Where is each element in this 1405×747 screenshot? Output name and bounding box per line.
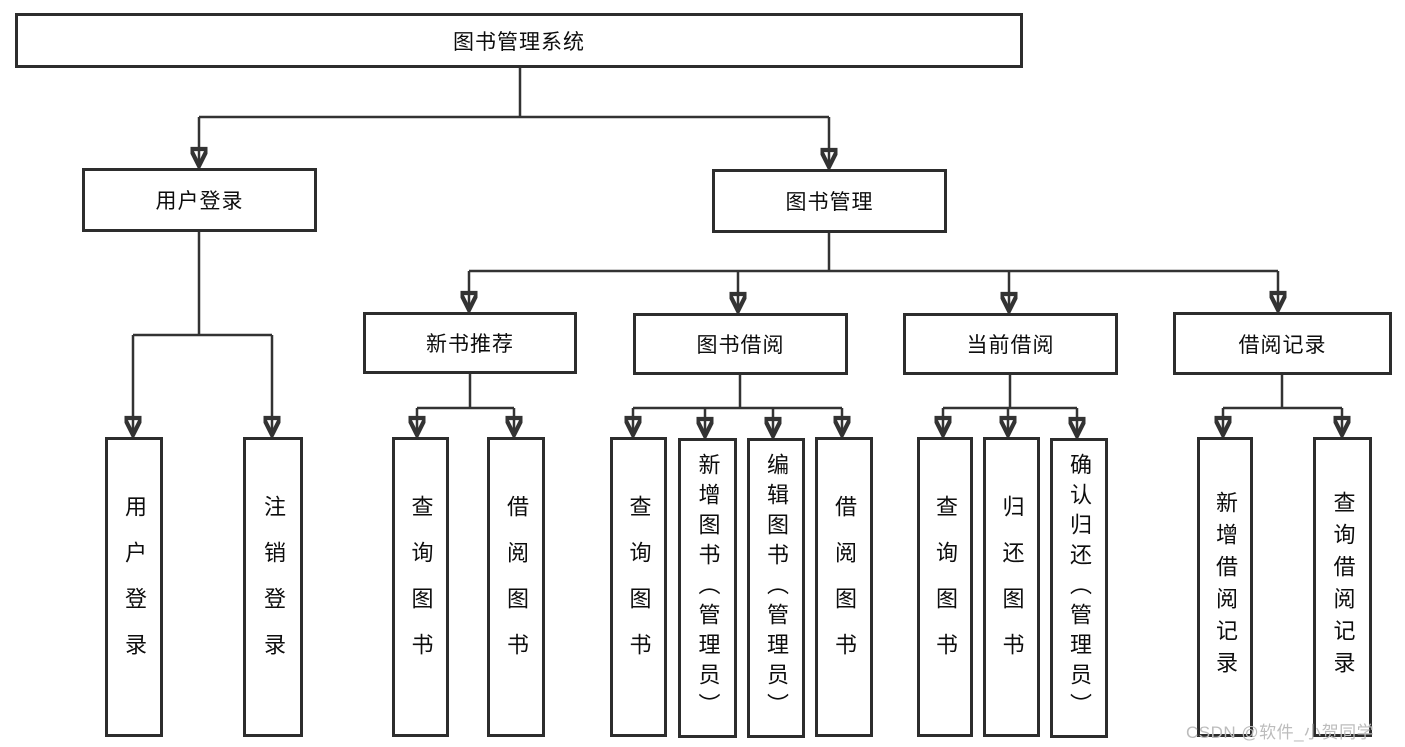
leaf-user-login: 用户登录 <box>105 437 163 737</box>
leaf-recommend-borrow-books-label: 借阅图书 <box>504 495 529 679</box>
connector-book-borrow-children <box>633 375 842 436</box>
leaf-borrowing-add-books-label: 新增图书（管理员） <box>695 453 721 723</box>
leaf-borrowing-query-books: 查询图书 <box>610 437 667 737</box>
node-new-book-recommend-label: 新书推荐 <box>426 333 514 356</box>
node-new-book-recommend: 新书推荐 <box>363 312 577 374</box>
node-book-borrowing-label: 图书借阅 <box>696 334 785 357</box>
leaf-records-query-record: 查询借阅记录 <box>1313 437 1372 737</box>
csdn-watermark: CSDN @软件_小贺同学 <box>1186 723 1375 742</box>
node-root-label: 图书管理系统 <box>453 30 585 54</box>
leaf-current-return-books-label: 归还图书 <box>999 495 1025 679</box>
leaf-borrowing-edit-books-label: 编辑图书（管理员） <box>764 453 789 723</box>
node-current-borrowing: 当前借阅 <box>903 313 1118 375</box>
node-borrowing-records-label: 借阅记录 <box>1238 333 1327 357</box>
leaf-current-query-books: 查询图书 <box>917 437 973 737</box>
connector-borrow-records-children <box>1223 375 1342 435</box>
node-book-borrowing: 图书借阅 <box>633 313 848 375</box>
leaf-current-query-books-label: 查询图书 <box>933 495 958 679</box>
leaf-borrowing-edit-books: 编辑图书（管理员） <box>747 438 805 738</box>
connector-book-mgmt-children <box>469 233 1278 311</box>
leaf-recommend-borrow-books: 借阅图书 <box>487 437 545 737</box>
node-user-login-label: 用户登录 <box>155 190 244 213</box>
leaf-records-query-record-label: 查询借阅记录 <box>1330 491 1356 683</box>
leaf-borrowing-borrow-books-label: 借阅图书 <box>832 495 857 679</box>
leaf-recommend-query-books: 查询图书 <box>392 437 449 737</box>
leaf-user-login-label: 用户登录 <box>122 495 147 679</box>
node-book-management-label: 图书管理 <box>785 191 874 214</box>
leaf-current-confirm-return-label: 确认归还（管理员） <box>1067 453 1092 723</box>
leaf-logout-login: 注销登录 <box>243 437 303 737</box>
node-user-login: 用户登录 <box>82 168 317 232</box>
node-book-management: 图书管理 <box>712 169 947 233</box>
leaf-records-add-record-label: 新增借阅记录 <box>1213 491 1238 683</box>
node-current-borrowing-label: 当前借阅 <box>966 334 1055 357</box>
leaf-borrowing-borrow-books: 借阅图书 <box>815 437 873 737</box>
connector-user-login-children <box>133 232 272 435</box>
leaf-records-add-record: 新增借阅记录 <box>1197 437 1253 737</box>
connector-current-borrow-children <box>943 375 1077 436</box>
leaf-logout-login-label: 注销登录 <box>261 495 286 679</box>
node-borrowing-records: 借阅记录 <box>1173 312 1392 375</box>
leaf-current-confirm-return: 确认归还（管理员） <box>1050 438 1108 738</box>
connector-new-book-rec-children <box>417 374 514 435</box>
node-root: 图书管理系统 <box>15 13 1023 68</box>
leaf-current-return-books: 归还图书 <box>983 437 1040 737</box>
leaf-recommend-query-books-label: 查询图书 <box>408 495 434 679</box>
connector-root-to-level2 <box>199 68 829 167</box>
leaf-borrowing-query-books-label: 查询图书 <box>626 495 652 679</box>
leaf-borrowing-add-books: 新增图书（管理员） <box>678 438 737 738</box>
